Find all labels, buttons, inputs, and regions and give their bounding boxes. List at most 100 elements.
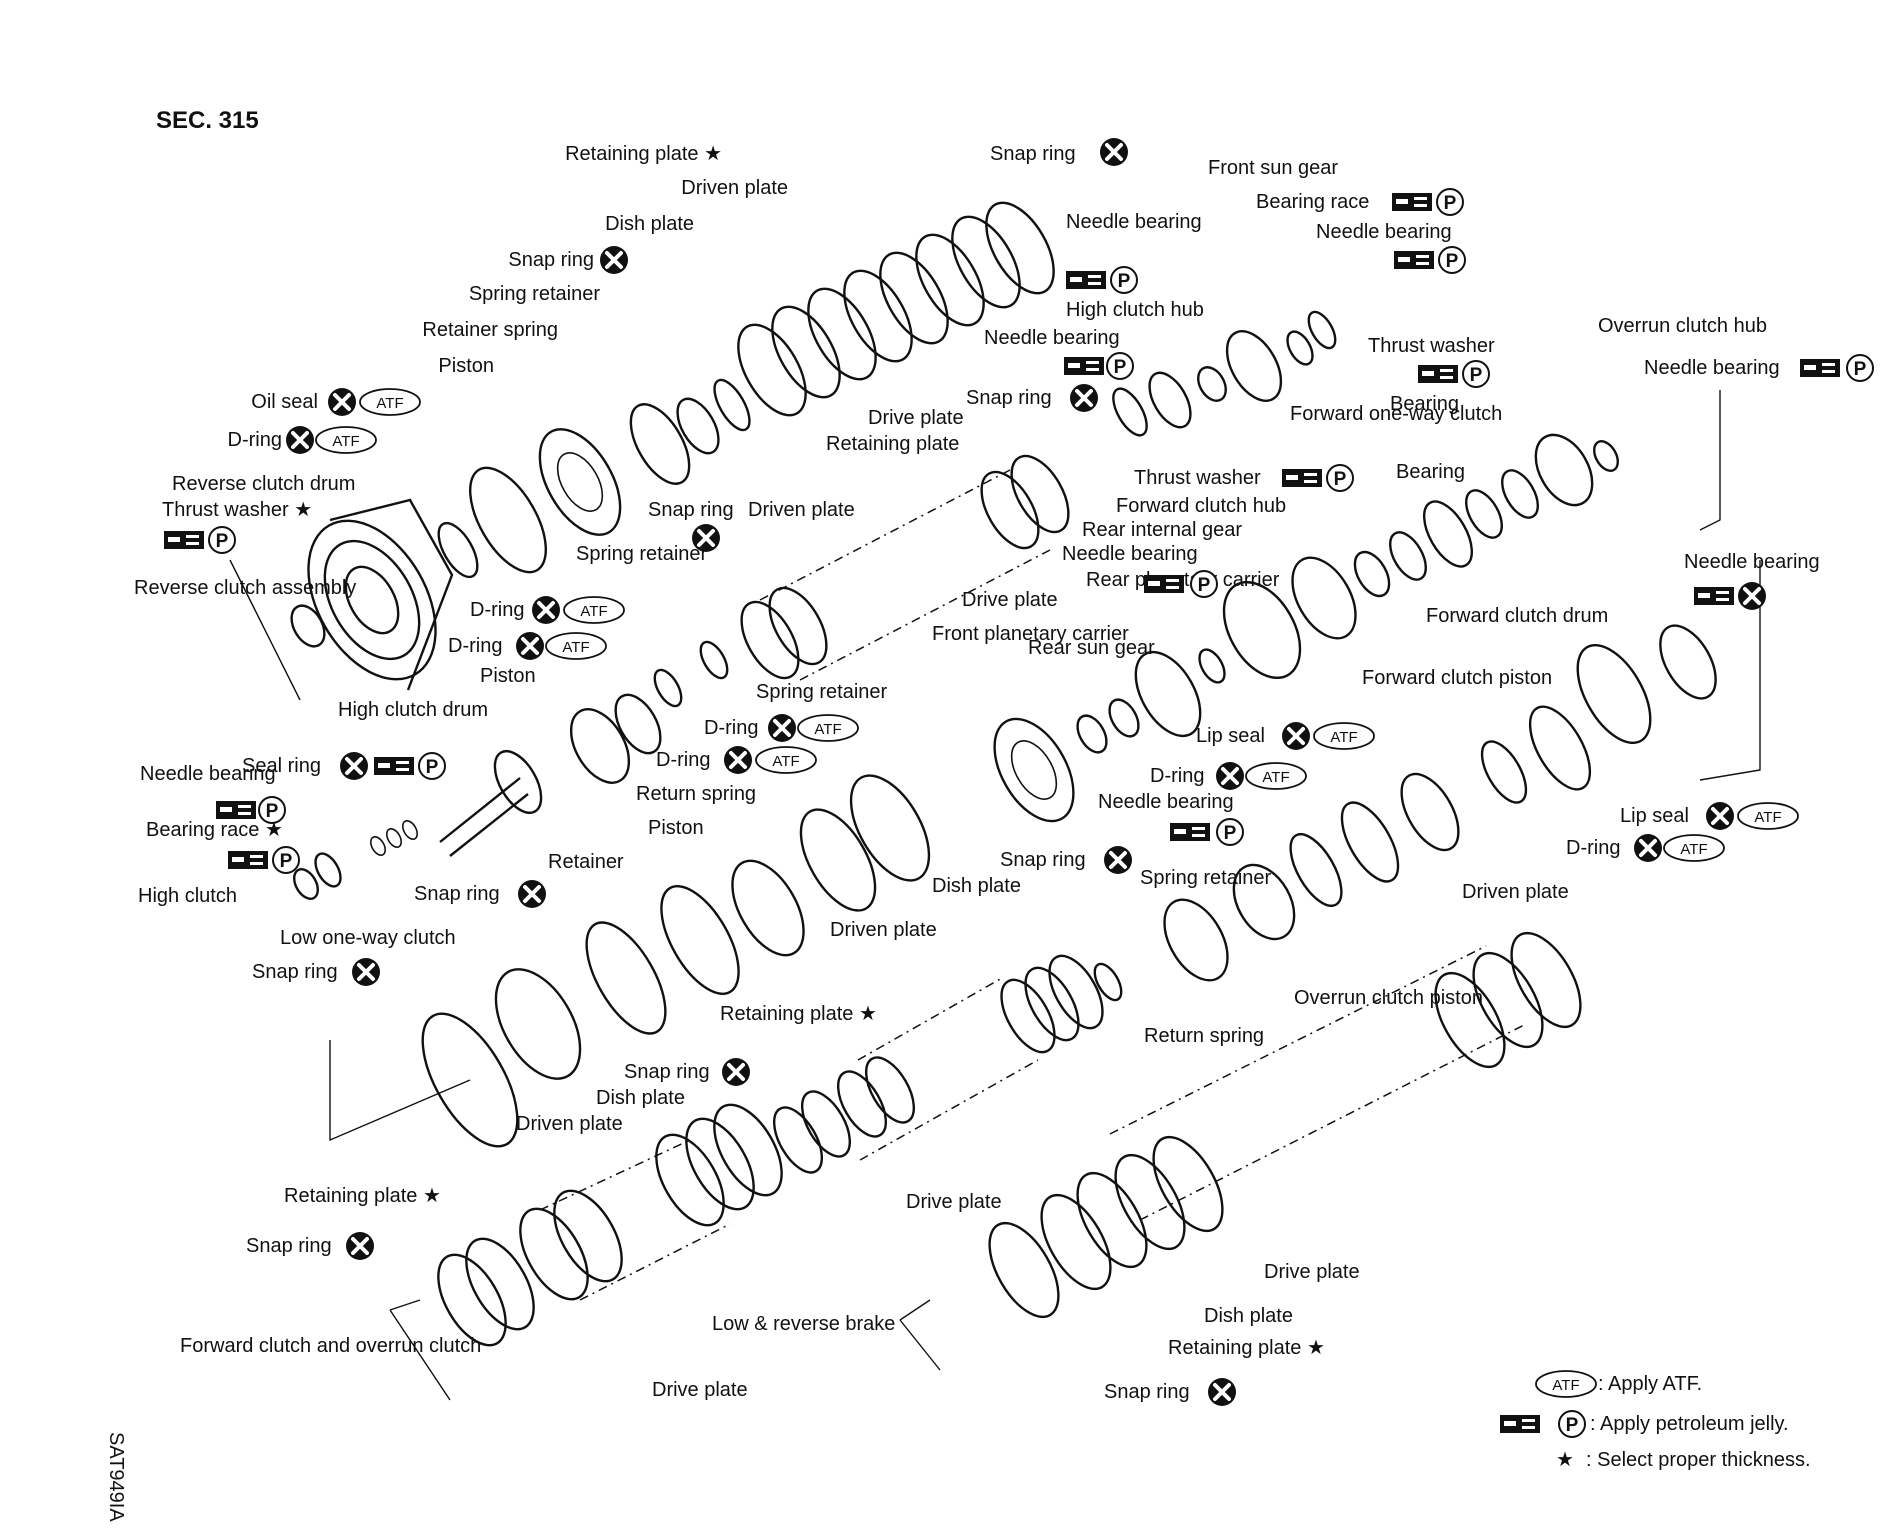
snap-ring-part: [713, 378, 751, 432]
label-driven-plate-top: Driven plate: [681, 177, 788, 199]
label-bearing-race: Bearing race: [1256, 191, 1369, 213]
p-circle-icon: [1110, 266, 1138, 294]
label-snap-ring-top: Snap ring: [990, 143, 1076, 165]
jelly-tube-icon: [1064, 357, 1104, 375]
label-lip-seal-1: Lip seal: [1196, 725, 1265, 747]
x-circle-icon: [350, 956, 382, 988]
d-ring-part: [437, 521, 479, 579]
x-circle-icon: [1736, 580, 1768, 612]
label-drive-plate-1: Drive plate: [868, 407, 964, 429]
label-snap-ring-3: Snap ring: [966, 387, 1052, 409]
label-d-ring-top: D-ring: [228, 429, 282, 451]
x-circle-icon: [1214, 760, 1246, 792]
x-circle-icon: [338, 750, 370, 782]
x-circle-icon: [1068, 382, 1100, 414]
jelly-tube-icon: [374, 757, 414, 775]
label-snap-ring-6: Snap ring: [1000, 849, 1086, 871]
p-circle-icon: [1462, 360, 1490, 388]
atf-oval-icon: [315, 426, 377, 454]
label-low-one-way-clutch: Low one-way clutch: [280, 927, 456, 949]
label-spring-retainer-3: Spring retainer: [756, 681, 888, 703]
label-high-clutch: High clutch: [138, 885, 237, 907]
overrun-clutch-hub-part: [1534, 433, 1594, 507]
label-forward-clutch-drum: Forward clutch drum: [1426, 605, 1608, 627]
forward-clutch-hub-part: [1291, 556, 1357, 640]
x-circle-icon: [284, 424, 316, 456]
return-spring-part: [1163, 898, 1229, 982]
high-clutch-hub-part: [1148, 371, 1192, 429]
x-circle-icon: [1632, 832, 1664, 864]
atf-oval-icon: [1535, 1370, 1597, 1398]
label-snap-ring-10: Snap ring: [1104, 1381, 1190, 1403]
label-forward-overrun-clutch: Forward clutch and overrun clutch: [180, 1335, 481, 1357]
reverse-clutch-plates: [737, 201, 1055, 417]
high-clutch-hub-bearing: [1112, 387, 1148, 437]
label-retaining-plate-5: Retaining plate ★: [1168, 1337, 1325, 1359]
jelly-tube-icon: [1066, 271, 1106, 289]
label-overrun-clutch-piston: Overrun clutch piston: [1294, 987, 1483, 1009]
front-sun-gear-part: [1225, 330, 1283, 402]
label-piston-2: Piston: [480, 665, 536, 687]
label-rear-internal-gear: Rear internal gear: [1082, 519, 1242, 541]
x-circle-icon: [344, 1230, 376, 1262]
x-circle-icon: [1704, 800, 1736, 832]
label-driven-plate-5: Driven plate: [516, 1113, 623, 1135]
label-needle-bearing-8: Needle bearing: [1098, 791, 1234, 813]
label-needle-bearing-6: Needle bearing: [1684, 551, 1820, 573]
reverse-clutch-drum: [307, 498, 454, 691]
jelly-tube-icon: [1418, 365, 1458, 383]
label-spring-retainer: Spring retainer: [469, 283, 601, 305]
label-driven-plate-2: Driven plate: [748, 499, 855, 521]
label-low-reverse-brake: Low & reverse brake: [712, 1313, 895, 1335]
label-d-ring-4: D-ring: [704, 717, 758, 739]
label-rear-sun-gear: Rear sun gear: [1028, 637, 1155, 659]
x-circle-icon: [1098, 136, 1130, 168]
label-snap-ring-9: Snap ring: [246, 1235, 332, 1257]
label-drive-plate-2: Drive plate: [962, 589, 1058, 611]
section-title: SEC. 315: [156, 107, 259, 134]
label-dish-plate-3: Dish plate: [596, 1087, 685, 1109]
label-front-planetary-carrier: Front planetary carrier: [932, 623, 1129, 645]
label-retainer-spring: Retainer spring: [422, 319, 558, 341]
x-circle-icon: [1206, 1376, 1238, 1408]
label-retaining-plate-top: Retaining plate ★: [565, 143, 722, 165]
low-one-way-clutch-part: [494, 968, 582, 1080]
rear-internal-gear-part: [1222, 581, 1302, 679]
thrust-washer-part: [290, 604, 326, 648]
jelly-tube-icon: [1800, 359, 1840, 377]
x-circle-icon: [598, 244, 630, 276]
legend-star-text: : Select proper thickness.: [1586, 1449, 1811, 1471]
label-spring-retainer-2: Spring retainer: [576, 543, 708, 565]
label-driven-plate-3: Driven plate: [830, 919, 937, 941]
label-spring-retainer-4: Spring retainer: [1140, 867, 1272, 889]
x-circle-icon: [530, 594, 562, 626]
label-needle-bearing-5: Needle bearing: [1062, 543, 1198, 565]
label-forward-one-way-clutch: Forward one-way clutch: [1290, 403, 1502, 425]
low-reverse-brake-pack: [988, 931, 1582, 1319]
forward-overrun-pack: [437, 1103, 783, 1347]
figure-id: SAT949IA: [105, 1432, 127, 1522]
label-retaining-plate-4: Retaining plate ★: [284, 1185, 441, 1207]
label-snap-ring-5: Snap ring: [414, 883, 500, 905]
label-needle-bearing-4: Needle bearing: [1644, 357, 1780, 379]
label-d-ring-2: D-ring: [470, 599, 524, 621]
x-circle-icon: [326, 386, 358, 418]
label-needle-bearing-2: Needle bearing: [1316, 221, 1452, 243]
atf-oval-icon: [1313, 722, 1375, 750]
rear-sun-gear-part: [1076, 714, 1108, 754]
label-dish-plate-top: Dish plate: [605, 213, 694, 235]
label-dish-plate-2: Dish plate: [932, 875, 1021, 897]
jelly-tube-icon: [216, 801, 256, 819]
low-reverse-piston-part: [731, 859, 805, 957]
label-retaining-plate-2: Retaining plate: [826, 433, 959, 455]
label-oil-seal: Oil seal: [251, 391, 318, 413]
jelly-tube-icon: [1500, 1415, 1540, 1433]
label-return-spring: Return spring: [636, 783, 756, 805]
label-snap-ring-2: Snap ring: [508, 249, 594, 271]
label-forward-clutch-piston: Forward clutch piston: [1362, 667, 1552, 689]
x-circle-icon: [516, 878, 548, 910]
p-circle-icon: [1558, 1410, 1586, 1438]
p-circle-icon: [1326, 464, 1354, 492]
piston-part: [538, 428, 622, 536]
label-retainer: Retainer: [548, 851, 624, 873]
